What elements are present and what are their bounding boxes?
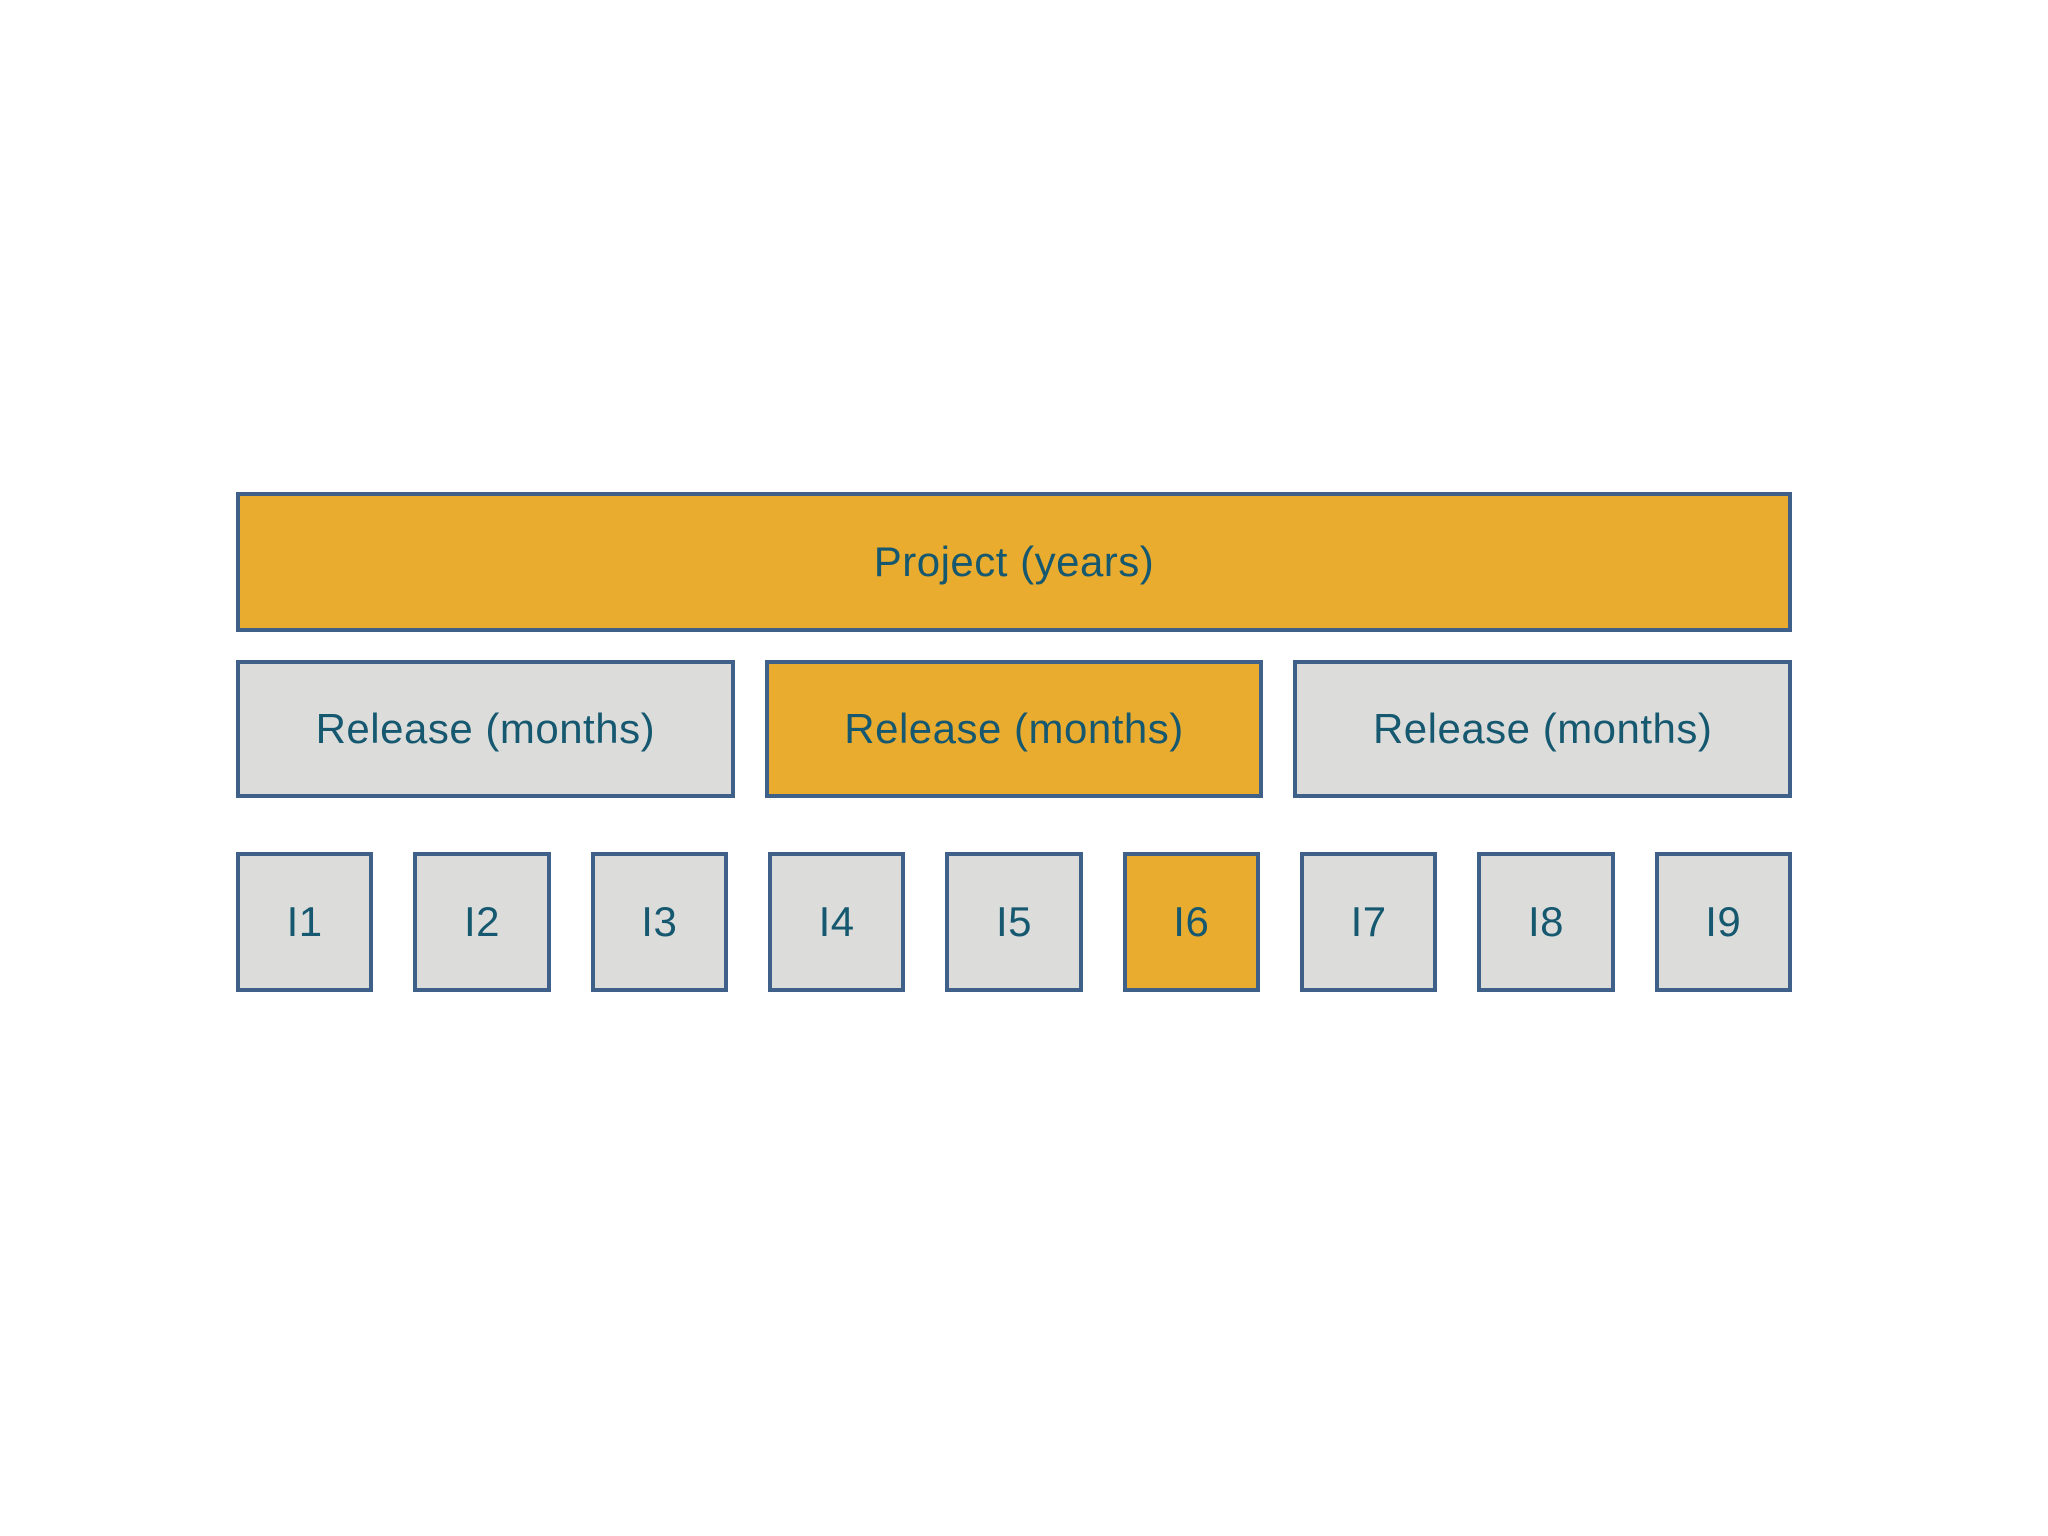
release-box-3: Release (months) bbox=[1293, 660, 1793, 798]
iteration-box-i8: I8 bbox=[1477, 852, 1615, 992]
iteration-row: I1 I2 I3 I4 I5 I6 I7 I8 I9 bbox=[236, 852, 1792, 992]
iteration-box-i1: I1 bbox=[236, 852, 374, 992]
iteration-box-i3: I3 bbox=[590, 852, 728, 992]
iteration-box-i5: I5 bbox=[945, 852, 1083, 992]
iteration-box-i6: I6 bbox=[1122, 852, 1260, 992]
project-bar: Project (years) bbox=[236, 492, 1792, 632]
project-timeline-diagram: Project (years) Release (months) Release… bbox=[236, 492, 1793, 992]
iteration-box-i9: I9 bbox=[1654, 852, 1792, 992]
iteration-box-i4: I4 bbox=[767, 852, 906, 992]
release-box-1: Release (months) bbox=[236, 660, 735, 798]
release-row: Release (months) Release (months) Releas… bbox=[236, 660, 1793, 798]
iteration-box-i7: I7 bbox=[1299, 852, 1438, 992]
iteration-box-i2: I2 bbox=[413, 852, 551, 992]
release-box-2: Release (months) bbox=[764, 660, 1264, 798]
